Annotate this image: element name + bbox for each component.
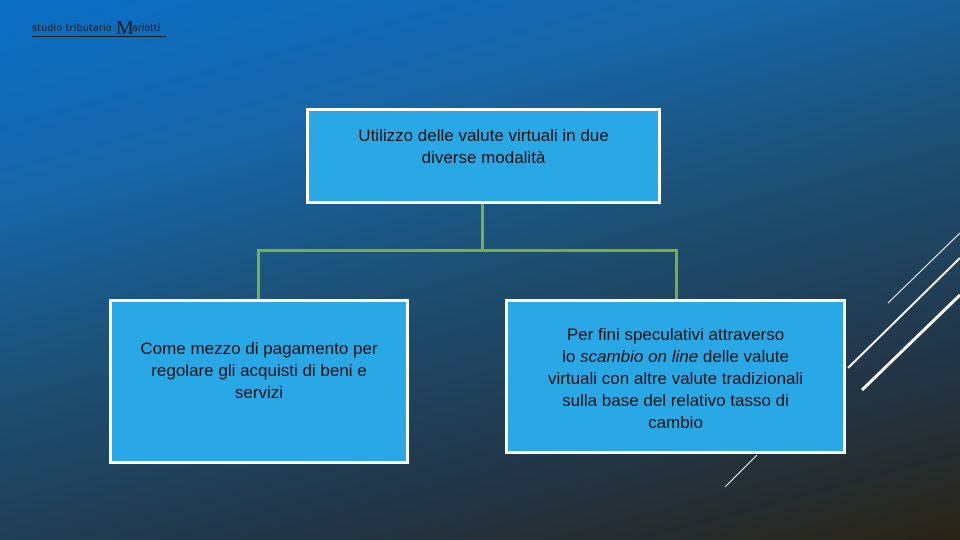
right-line-5: cambio bbox=[648, 413, 703, 432]
right-line-3: virtuali con altre valute tradizionali bbox=[547, 369, 804, 388]
right-line-2: lo scambio on line delle valute bbox=[508, 346, 843, 368]
logo-text-left: studio tributario bbox=[32, 23, 112, 34]
root-node: Utilizzo delle valute virtuali in due di… bbox=[306, 108, 661, 204]
connector-bar bbox=[257, 249, 678, 252]
deco-line-4 bbox=[724, 454, 758, 488]
deco-line-2 bbox=[847, 257, 960, 369]
logo-text-right: ariotti bbox=[132, 23, 161, 34]
connector-stem bbox=[481, 204, 484, 251]
root-line-1: Utilizzo delle valute virtuali in due bbox=[358, 126, 609, 145]
company-logo: studio tributario M ariotti bbox=[32, 17, 166, 42]
right-line-1: Per fini speculativi attraverso bbox=[566, 325, 785, 344]
left-line-3: servizi bbox=[234, 383, 284, 402]
right-node: Per fini speculativi attraverso lo scamb… bbox=[505, 299, 846, 454]
right-line-2-post: delle valute bbox=[698, 347, 789, 366]
right-line-2-pre: lo bbox=[562, 347, 581, 366]
deco-line-1 bbox=[887, 232, 960, 304]
left-line-1: Come mezzo di pagamento per bbox=[140, 339, 378, 358]
right-line-2-em: scambio on line bbox=[580, 347, 699, 366]
logo-underline bbox=[32, 36, 166, 37]
deco-line-3 bbox=[860, 293, 960, 392]
root-line-2: diverse modalità bbox=[421, 148, 546, 167]
connector-left-drop bbox=[257, 249, 260, 300]
connector-right-drop bbox=[675, 249, 678, 300]
left-line-2: regolare gli acquisti di beni e bbox=[151, 361, 367, 380]
left-node: Come mezzo di pagamento per regolare gli… bbox=[109, 299, 409, 464]
logo-letter: M bbox=[116, 17, 134, 39]
right-line-4: sulla base del relativo tasso di bbox=[562, 391, 789, 410]
